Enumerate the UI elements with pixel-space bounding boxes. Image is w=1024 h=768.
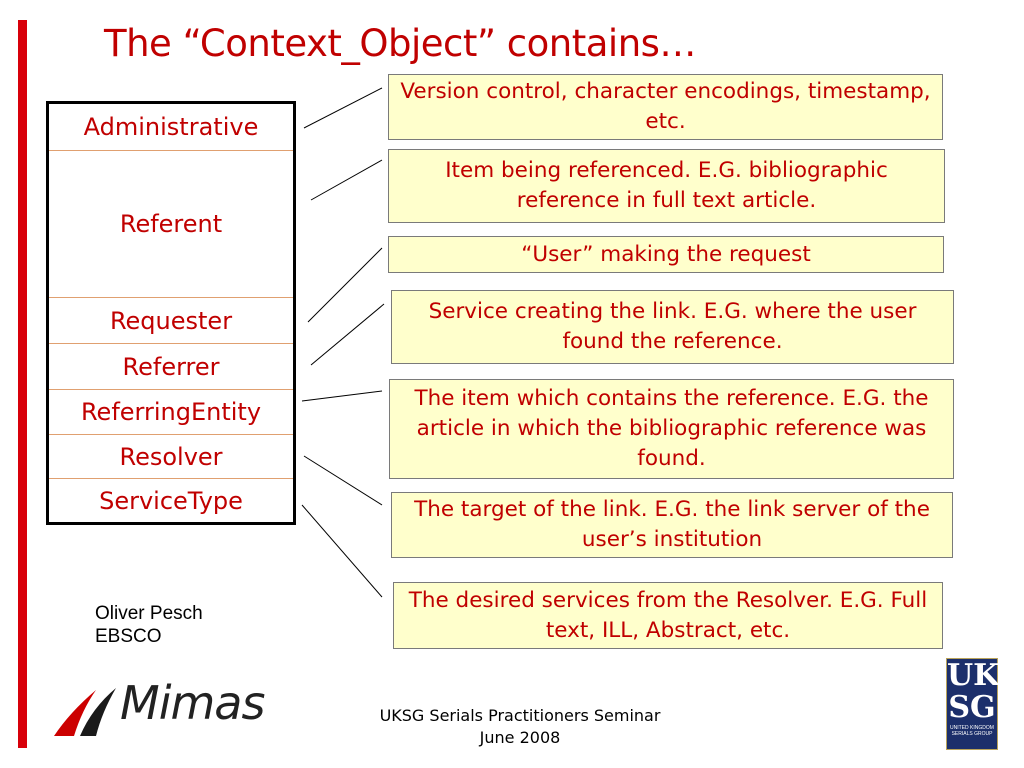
desc-resolver: The target of the link. E.G. the link se… (391, 492, 953, 558)
connector-referent (310, 159, 383, 201)
connector-referrer (310, 303, 385, 366)
desc-referring-entity-text: The item which contains the reference. E… (414, 386, 929, 471)
left-accent-bar (18, 20, 27, 748)
footer-line-1: UKSG Serials Practitioners Seminar (379, 706, 661, 725)
desc-referrer: Service creating the link. E.G. where th… (391, 290, 954, 364)
author-org: EBSCO (95, 626, 162, 647)
row-administrative: Administrative (49, 104, 293, 151)
uksg-logo: UK SG UNITED KINGDOM SERIALS GROUP (946, 658, 1000, 750)
uksg-logo-tagline: UNITED KINGDOM SERIALS GROUP (950, 725, 994, 737)
author-name: Oliver Pesch (95, 603, 203, 624)
row-referring-entity: ReferringEntity (49, 390, 293, 435)
uksg-logo-uk: UK (947, 658, 1000, 693)
uksg-logo-sg: SG (948, 690, 996, 725)
mimas-wordmark: Mimas (120, 676, 265, 730)
connector-requester (307, 247, 383, 323)
connector-service-type (301, 504, 383, 598)
connector-administrative (303, 87, 383, 129)
connector-resolver (303, 455, 383, 506)
desc-referrer-text: Service creating the link. E.G. where th… (428, 299, 917, 354)
footer-line-2: June 2008 (479, 728, 561, 747)
slide-footer: UKSG Serials Practitioners Seminar June … (320, 705, 720, 749)
desc-referring-entity: The item which contains the reference. E… (389, 379, 954, 479)
desc-service-type: The desired services from the Resolver. … (393, 582, 943, 649)
desc-referent: Item being referenced. E.G. bibliographi… (388, 149, 945, 223)
desc-requester-text: “User” making the request (521, 241, 811, 267)
row-resolver: Resolver (49, 435, 293, 479)
desc-requester: “User” making the request (388, 236, 944, 273)
author-block: Oliver Pesch EBSCO (95, 602, 203, 648)
mimas-logo: Mimas (52, 676, 292, 738)
desc-resolver-text: The target of the link. E.G. the link se… (414, 497, 930, 552)
connector-referring-entity (301, 390, 383, 402)
desc-administrative: Version control, character encodings, ti… (388, 74, 943, 140)
slide-title: The “Context_Object” contains… (104, 22, 696, 65)
row-referrer: Referrer (49, 344, 293, 390)
row-service-type: ServiceType (99, 486, 243, 515)
mimas-swoosh-icon (54, 688, 116, 736)
desc-administrative-text: Version control, character encodings, ti… (400, 79, 931, 134)
row-referent: Referent (49, 151, 293, 298)
context-object-table: Administrative Referent Requester Referr… (46, 101, 296, 525)
row-requester: Requester (49, 298, 293, 344)
desc-referent-text: Item being referenced. E.G. bibliographi… (445, 158, 888, 213)
desc-service-type-text: The desired services from the Resolver. … (408, 587, 928, 643)
